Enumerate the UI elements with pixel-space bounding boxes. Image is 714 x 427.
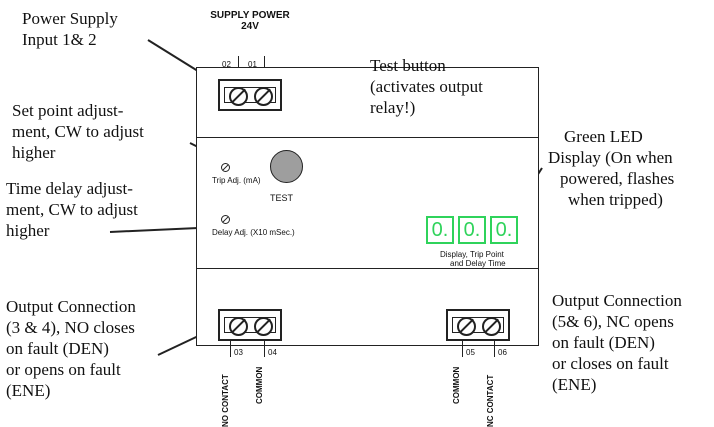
annotation-line: or closes on fault [552,354,669,373]
delay-adj-potentiometer[interactable] [221,215,230,224]
terminal-label-06: 06 [498,348,507,357]
led-digit-1: 0. [426,216,454,244]
nc-contact-label: NC CONTACT [486,374,495,427]
power-terminal-block[interactable] [218,79,282,111]
annotation-power-supply: Power Supply Input 1& 2 [22,8,118,50]
annotation-line: higher [6,221,50,240]
screw-icon [457,317,476,336]
annotation-output-left: Output Connection (3 & 4), NO closes on … [6,296,136,401]
annotation-line: on fault (DEN) [6,339,109,358]
screw-icon [254,87,273,106]
terminal-tick [462,341,463,357]
annotation-line: Display (On when [548,148,673,167]
supply-power-label: SUPPLY POWER [210,10,290,21]
trip-adj-potentiometer[interactable] [221,163,230,172]
annotation-green-led: Green LED Display (On when powered, flas… [548,126,674,210]
annotation-time-delay: Time delay adjust- ment, CW to adjust hi… [6,178,138,241]
test-label: TEST [270,193,294,203]
terminal-tick [264,341,265,357]
output-terminal-block-left[interactable] [218,309,282,341]
display-caption-line1: Display, Trip Point [440,250,504,259]
terminal-label-03: 03 [234,348,243,357]
output-terminal-block-right[interactable] [446,309,510,341]
screw-icon [229,317,248,336]
terminal-label-04: 04 [268,348,277,357]
annotation-line: Set point adjust- [12,101,124,120]
common-left-label: COMMON [255,366,264,404]
supply-voltage-label: 24V [241,21,259,32]
delay-adj-label: Delay Adj. (X10 mSec.) [212,228,295,237]
test-button[interactable] [270,150,303,183]
terminal-tick [238,56,239,68]
device-middle-section [196,137,539,270]
terminal-label-05: 05 [466,348,475,357]
trip-adj-label: Trip Adj. (mA) [212,176,261,185]
terminal-tick [230,341,231,357]
supply-power-header: SUPPLY POWER 24V [195,10,305,32]
annotation-line: Test button [370,56,446,75]
annotation-line: higher [12,143,56,162]
screw-icon [482,317,501,336]
annotation-test-button: Test button (activates output relay!) [370,55,483,118]
led-digit-3: 0. [490,216,518,244]
screw-icon [229,87,248,106]
annotation-line: when tripped) [568,190,663,209]
terminal-label-02: 02 [222,60,231,69]
screw-icon [254,317,273,336]
no-contact-label: NO CONTACT [221,374,230,427]
annotation-line: Output Connection [552,291,682,310]
annotation-line: ment, CW to adjust [6,200,138,219]
annotation-line: powered, flashes [560,169,675,188]
annotation-line: relay!) [370,98,416,117]
terminal-label-01: 01 [248,60,257,69]
annotation-set-point: Set point adjust- ment, CW to adjust hig… [12,100,144,163]
annotation-line: Green LED [564,127,643,146]
common-right-label: COMMON [452,366,461,404]
annotation-line: (ENE) [6,381,51,400]
annotation-line: (ENE) [552,375,597,394]
display-caption-line2: and Delay Time [450,259,506,268]
annotation-line: Output Connection [6,297,136,316]
annotation-line: (activates output [370,77,483,96]
led-display: 0. 0. 0. [422,214,522,246]
terminal-tick [494,341,495,357]
annotation-line: Time delay adjust- [6,179,133,198]
annotation-line: on fault (DEN) [552,333,655,352]
led-digit-2: 0. [458,216,486,244]
annotation-output-right: Output Connection (5& 6), NC opens on fa… [552,290,682,395]
annotation-line: or opens on fault [6,360,121,379]
annotation-line: (3 & 4), NO closes [6,318,135,337]
annotation-line: Power Supply [22,9,118,28]
annotation-line: (5& 6), NC opens [552,312,674,331]
terminal-tick [264,56,265,68]
annotation-line: ment, CW to adjust [12,122,144,141]
annotation-line: Input 1& 2 [22,30,97,49]
